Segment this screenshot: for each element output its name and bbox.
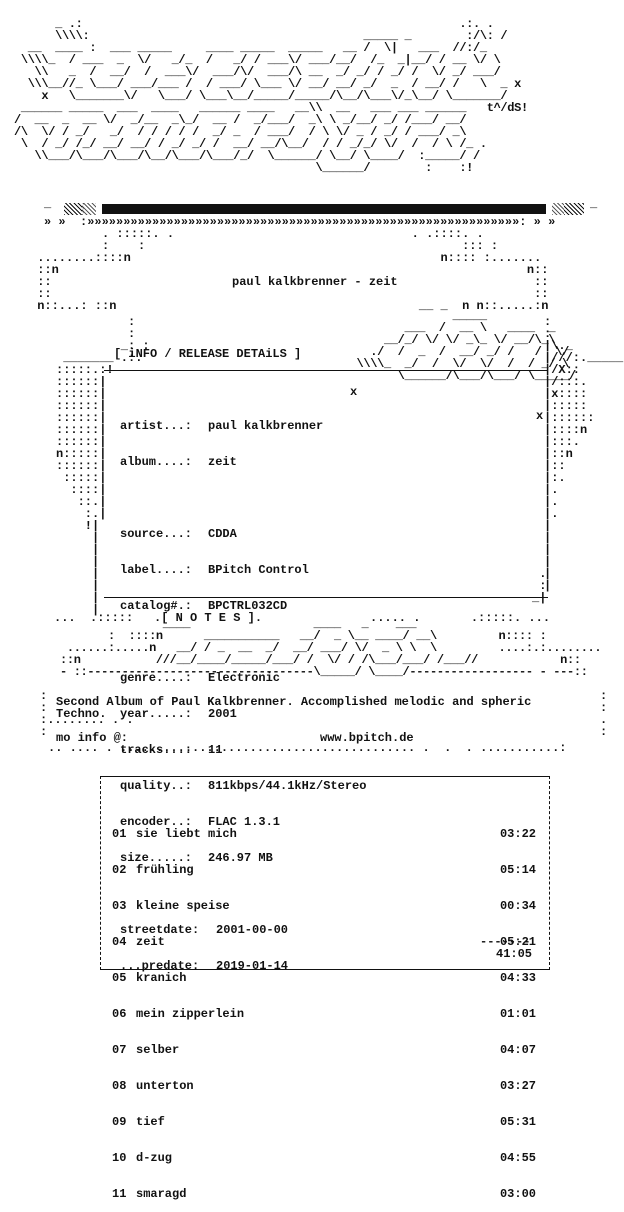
info-logo-ascii-art: _____ ___ / __ \ ____ _ __/_/ \/ \/ _\_ … [356,309,577,383]
info-box-top-line [104,370,548,371]
info-box-corner-mark: . : _| [532,567,547,605]
info-box-bottom-line [104,597,548,598]
mo-info-label: mo info @: [56,731,129,745]
detail-spacer [120,492,366,504]
x-mark-left: x [350,385,358,399]
page-title: paul kalkbrenner - zeit [232,275,398,289]
info-header: [ iNFO / RELEASE DETAiLS ] [114,347,302,361]
notes-left-border: : : :........ . . : [40,689,134,739]
notes-text-line-1: Second Album of Paul Kalkbrenner. Accomp… [56,695,532,709]
detail-row: catalog#.:BPCTRL032CD [120,599,288,613]
total-duration: 41:05 [496,947,533,961]
notes-frame-top: ... .::::: [54,611,134,625]
detail-row: album....:zeit [120,455,237,469]
total-separator: ------- [480,935,531,949]
notes-header: .[ N O T E S ]. [154,611,263,625]
bar-right-marker: _ [590,197,598,211]
info-right-border: : : |\._ |///:._____ |/X:: |/:::. |x::::… [544,315,624,593]
header-logo-ascii-art: _ .: .:. . \\\\: _____ _ :/\: / __ ____ … [14,17,528,175]
detail-row: streetdate:2001-00-00 [120,923,289,937]
bar-left-marker: _ [44,197,52,211]
notes-right-border: : : . : [600,689,608,739]
notes-frame-top-right: ..... . .:::::. ... [370,611,551,625]
detail-row: year.....:2001 [120,707,237,721]
detail-row: source...:CDDA [120,527,237,541]
detail-row: size.....:246.97 MB [120,851,273,865]
x-mark-right: x [536,409,544,423]
detail-row: artist...:paul kalkbrenner [120,419,324,433]
detail-row: genre....:Electronic [120,671,281,685]
notes-frame-bottom: .. .... . ..............................… [48,741,567,755]
detail-row: encoder..:FLAC 1.3.1 [120,815,281,829]
header-divider-bar [64,203,584,215]
notes-text-line-2: Techno. [56,707,107,721]
tracklist-box [100,776,550,970]
notes-logo-ascii-art: ____ ____ _ ___ : ::::n ___________ __/ … [60,617,602,679]
detail-row: label....:BPitch Control [120,563,309,577]
release-details: artist...:paul kalkbrenner album....:zei… [120,396,366,984]
detail-row: tracks...:11 [120,743,223,757]
detail-row: quality..:811kbps/44.1kHz/Stereo [120,779,367,793]
header-divider-chevrons: » » :»»»»»»»»»»»»»»»»»»»»»»»»»»»»»»»»»»»… [44,215,556,229]
mo-info-url[interactable]: www.bpitch.de [320,731,414,745]
info-left-border: : : _: : _______ .:. :::::.:! ::::::| ::… [56,315,150,617]
title-frame-ascii: . :::::. . . .::::. . : : ::: : ........… [37,227,549,313]
